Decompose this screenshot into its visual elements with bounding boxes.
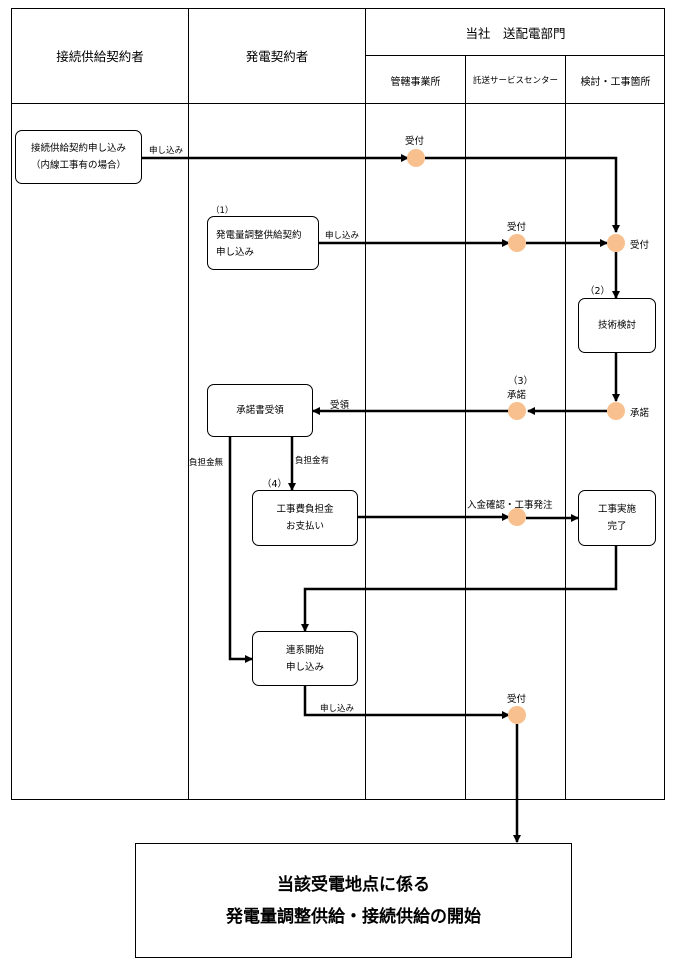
label-receipt-office: 受付 — [405, 136, 425, 147]
adjustment-request-line1: 発電量調整供給契約 — [216, 230, 302, 241]
arrow-work-to-grid — [301, 546, 618, 632]
acceptance-receipt-box: 承諾書受領 — [207, 384, 313, 437]
connection-request-line1: 接続供給契約申し込み — [30, 143, 126, 154]
work-complete-line1: 工事実施 — [597, 504, 636, 515]
header-generator: 発電契約者 — [245, 49, 309, 64]
label-payment-confirm: 入金確認・工事発注 — [467, 500, 553, 511]
acceptance-receipt-label: 承諾書受領 — [236, 405, 284, 416]
payment-line1: 工事費負担金 — [276, 504, 334, 515]
payment-line2: お支払い — [285, 521, 324, 532]
final-line1: 当該受電地点に係る — [277, 874, 430, 895]
adjustment-request-line2: 申し込み — [216, 247, 255, 258]
work-complete-line2: 完了 — [607, 521, 627, 532]
label-apply-2: 申し込み — [325, 231, 360, 241]
node-approval-center — [508, 402, 526, 420]
header-customer: 接続供給契約者 — [56, 49, 144, 64]
connection-request-box: 接続供給契約申し込み （内線工事有の場合） — [15, 130, 142, 184]
tech-review-box: 技術検討 — [578, 298, 656, 353]
label-step-3: （3） — [508, 376, 534, 387]
label-apply-3: 申し込み — [320, 704, 355, 714]
work-complete-box: 工事実施 完了 — [578, 490, 656, 546]
label-apply-1: 申し込み — [149, 146, 184, 156]
payment-box: 工事費負担金 お支払い — [252, 490, 358, 546]
grid-request-line2: 申し込み — [285, 661, 324, 673]
table-grid — [11, 8, 665, 800]
node-payment-confirm — [508, 508, 526, 526]
node-receipt-office — [407, 149, 425, 167]
subheader-center: 託送サービスセンター — [472, 76, 558, 86]
grid-request-box: 連系開始 申し込み — [252, 631, 358, 686]
arrow-grid-to-center — [303, 686, 510, 719]
subheader-study: 検討・工事箇所 — [580, 77, 651, 88]
label-step-4: （4） — [262, 479, 288, 490]
label-step-2: （2） — [585, 286, 611, 297]
node-approval-study — [607, 402, 625, 420]
arrow-office-to-study — [425, 156, 620, 233]
final-result-box: 当該受電地点に係る 発電量調整供給・接続供給の開始 — [135, 843, 572, 958]
label-no-charge: 負担金無 — [189, 458, 224, 468]
label-receipt-center-1: 受付 — [507, 222, 527, 233]
adjustment-request-box: 発電量調整供給契約 申し込み — [207, 216, 319, 270]
subheader-office: 管轄事業所 — [390, 77, 441, 88]
node-receipt-center-2 — [508, 706, 526, 724]
label-with-charge: 負担金有 — [295, 456, 330, 466]
label-receipt-study: 受付 — [630, 240, 650, 251]
grid-request-line1: 連系開始 — [285, 644, 324, 656]
label-receipt-center-2: 受付 — [507, 694, 527, 705]
label-approval-study: 承諾 — [630, 408, 650, 419]
label-step-1: （1） — [211, 206, 234, 216]
label-approval-center: 承諾 — [507, 390, 527, 401]
node-receipt-center-1 — [508, 234, 526, 252]
arrow-no-charge — [228, 437, 253, 663]
header-company: 当社 送配電部門 — [465, 26, 566, 41]
label-received: 受領 — [330, 400, 350, 411]
tech-review-label: 技術検討 — [597, 320, 636, 331]
final-line2: 発電量調整供給・接続供給の開始 — [226, 906, 481, 927]
connection-request-line2: （内線工事有の場合） — [30, 160, 126, 171]
node-receipt-study — [607, 234, 625, 252]
